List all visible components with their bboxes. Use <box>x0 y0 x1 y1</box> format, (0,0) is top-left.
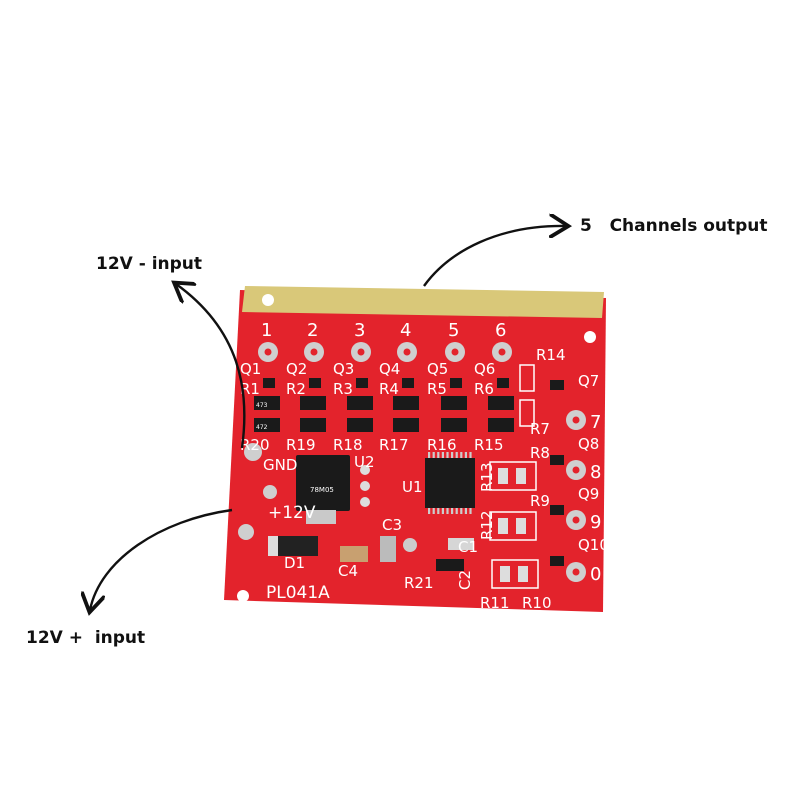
transistor-q2 <box>309 378 321 388</box>
regulator-marking: 78M05 <box>310 486 334 494</box>
silk-r-bottom-5: R16 <box>427 436 457 454</box>
silk-r-top-1: R1 <box>240 380 260 398</box>
silk-q2: Q2 <box>286 360 307 378</box>
silk-channel-8: 8 <box>590 462 601 483</box>
silk-channel-7: 7 <box>590 412 601 433</box>
u2-regulator <box>296 455 350 511</box>
silk-q3: Q3 <box>333 360 354 378</box>
silk-r12: R12 <box>478 510 496 540</box>
silk-gnd: GND <box>263 456 297 474</box>
silk-c2: C2 <box>456 570 474 590</box>
silk-u2: U2 <box>354 453 375 471</box>
resistor-top-5 <box>441 396 467 410</box>
resistor-bottom-6 <box>488 418 514 432</box>
silk-q6: Q6 <box>474 360 495 378</box>
silk-channel-9: 9 <box>590 512 601 533</box>
silk-q8: Q8 <box>578 435 599 453</box>
silk-r-bottom-1: R20 <box>240 436 270 454</box>
transistor-q6 <box>497 378 509 388</box>
transistor-q5 <box>450 378 462 388</box>
silk-channel-3: 3 <box>354 320 365 341</box>
silk-q4: Q4 <box>379 360 400 378</box>
silk-channel-1: 1 <box>261 320 272 341</box>
silk-q9: Q9 <box>578 485 599 503</box>
resistor-bottom-1 <box>254 418 280 432</box>
silk-channel-4: 4 <box>400 320 411 341</box>
resistor-bottom-5 <box>441 418 467 432</box>
callout-positive-input: 12V + input <box>26 628 146 648</box>
resistor-marking-472: 472 <box>256 424 268 431</box>
transistor-q4 <box>402 378 414 388</box>
resistor-marking-473: 473 <box>256 402 268 409</box>
u1-chip <box>425 458 475 508</box>
silk-r-top-4: R4 <box>379 380 399 398</box>
callout-negative-input: 12V - input <box>96 254 203 274</box>
silk-q10: Q10 <box>578 536 609 554</box>
silk-c1: C1 <box>458 538 478 556</box>
silk-r8: R8 <box>530 444 550 462</box>
gold-edge-connector <box>242 286 604 318</box>
transistor-q8 <box>550 455 564 465</box>
silk-r10: R10 <box>522 594 552 612</box>
silk-model: PL041A <box>266 583 330 603</box>
silk-r21: R21 <box>404 574 434 592</box>
silk-q1: Q1 <box>240 360 261 378</box>
silk-r14: R14 <box>536 346 566 364</box>
silk-r-bottom-2: R19 <box>286 436 316 454</box>
silk-u1: U1 <box>402 478 423 496</box>
transistor-q10 <box>550 556 564 566</box>
silk-c4: C4 <box>338 562 358 580</box>
transistor-q7 <box>550 380 564 390</box>
resistor-top-6 <box>488 396 514 410</box>
silk-r7: R7 <box>530 420 550 438</box>
d1-diode <box>268 536 318 556</box>
arrow-negative-input <box>176 284 246 449</box>
arrow-channels-output <box>423 226 566 287</box>
silk-r-bottom-4: R17 <box>379 436 409 454</box>
transistor-q1 <box>263 378 275 388</box>
silk-channel-6: 6 <box>495 320 506 341</box>
r21-resistor <box>436 559 464 571</box>
resistor-bottom-4 <box>393 418 419 432</box>
resistor-top-4 <box>393 396 419 410</box>
resistor-top-3 <box>347 396 373 410</box>
gnd-pad <box>244 443 262 461</box>
resistor-bottom-3 <box>347 418 373 432</box>
silk-c3: C3 <box>382 516 402 534</box>
silk-r-top-6: R6 <box>474 380 494 398</box>
pcb-substrate <box>224 290 606 612</box>
silk-channel-10: 0 <box>590 564 601 585</box>
silk-r-top-2: R2 <box>286 380 306 398</box>
silk-q7: Q7 <box>578 372 599 390</box>
silk-r9: R9 <box>530 492 550 510</box>
transistor-q9 <box>550 505 564 515</box>
transistor-q3 <box>356 378 368 388</box>
callout-channels-output: 5 Channels output <box>580 216 768 236</box>
silk-r-top-3: R3 <box>333 380 353 398</box>
silk-r11: R11 <box>480 594 510 612</box>
silk-q5: Q5 <box>427 360 448 378</box>
c4-capacitor <box>340 546 368 562</box>
silk-r-bottom-3: R18 <box>333 436 363 454</box>
v12-pad <box>238 524 254 540</box>
silk-channel-5: 5 <box>448 320 459 341</box>
resistor-top-1 <box>254 396 280 410</box>
resistor-top-2 <box>300 396 326 410</box>
arrow-positive-input <box>90 508 233 610</box>
silk-r-bottom-6: R15 <box>474 436 504 454</box>
silk-r-top-5: R5 <box>427 380 447 398</box>
silk-d1: D1 <box>284 554 305 572</box>
silk-plus12v: +12V <box>268 503 316 523</box>
silk-r13: R13 <box>478 462 496 492</box>
silk-channel-2: 2 <box>307 320 318 341</box>
resistor-bottom-2 <box>300 418 326 432</box>
